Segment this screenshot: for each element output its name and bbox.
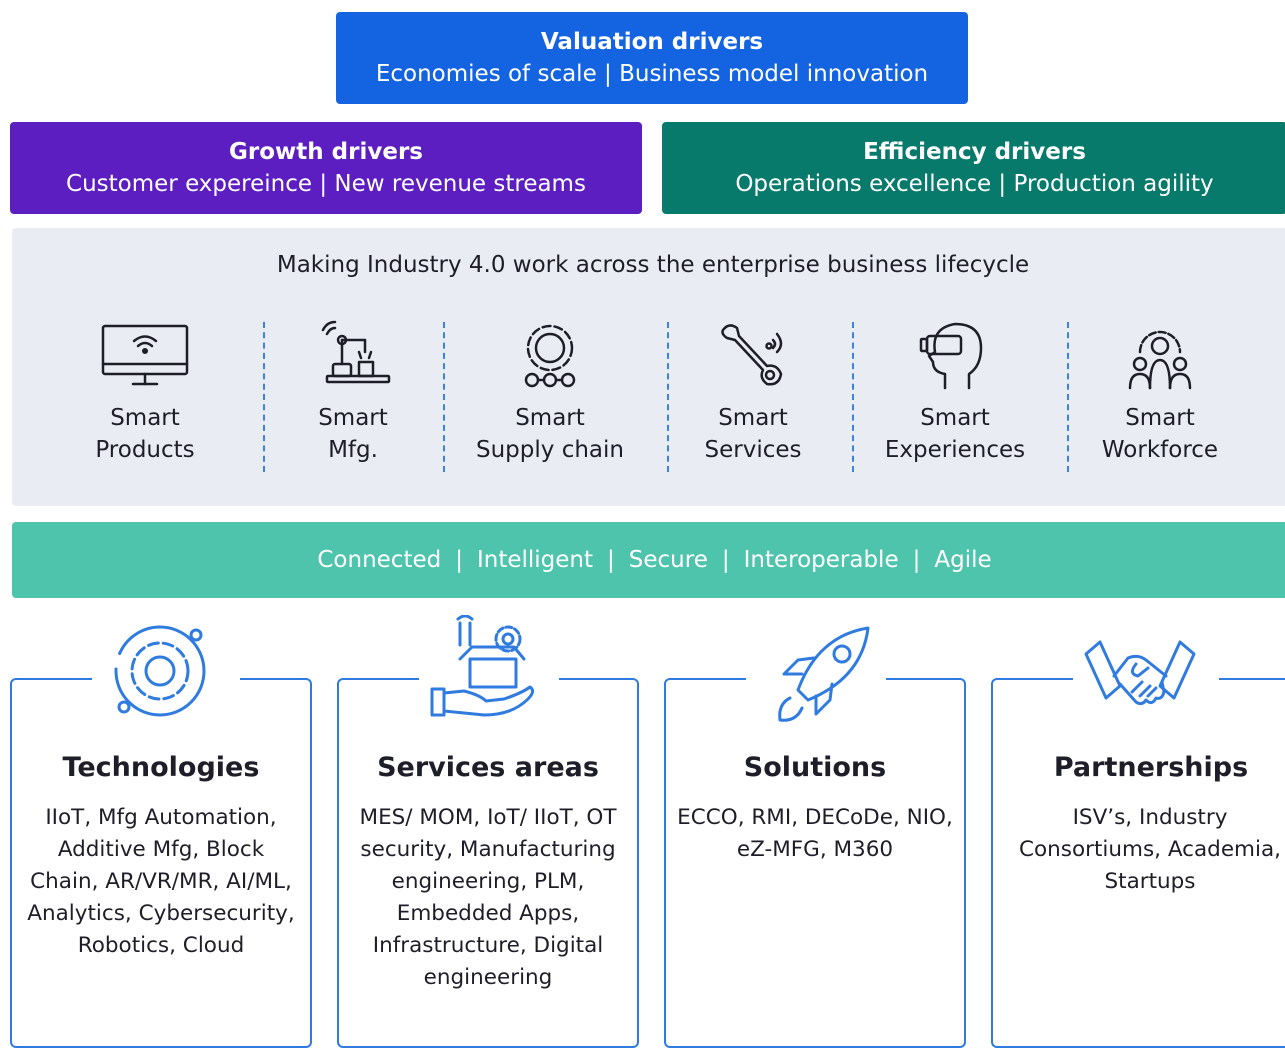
growth-drivers-box: Growth drivers Customer expereince | New… [10, 122, 642, 214]
handshake-icon [1084, 640, 1196, 706]
attribute-agile: Agile [934, 547, 992, 573]
smart-supply-chain-item: Smart Supply chain [460, 318, 640, 466]
vr-headset-icon [919, 322, 983, 390]
partnerships-body: ISV’s, Industry Consortiums, Academia, S… [1019, 805, 1281, 894]
smart-services-item: Smart Services [663, 318, 843, 466]
efficiency-drivers-box: Efficiency drivers Operations excellence… [662, 122, 1285, 214]
attributes-bar: Connected | Intelligent | Secure | Inter… [12, 522, 1285, 598]
robot-arm-icon [321, 320, 391, 384]
smart-supply-chain-label: Smart Supply chain [476, 405, 624, 463]
gear-network-icon [524, 324, 576, 388]
efficiency-drivers-title: Efficiency drivers [863, 139, 1086, 165]
valuation-drivers-title: Valuation drivers [540, 29, 764, 55]
valuation-drivers-subtitle: Economies of scale | Business model inno… [375, 61, 929, 87]
efficiency-drivers-subtitle: Operations excellence | Production agili… [735, 171, 1214, 197]
smart-services-label: Smart Services [704, 405, 802, 463]
separator [1067, 322, 1069, 472]
solutions-body: ECCO, RMI, DECoDe, NIO, eZ-MFG, M360 [677, 805, 953, 862]
partnerships-title: Partnerships [1053, 752, 1249, 783]
attribute-interoperable: Interoperable [743, 547, 899, 573]
lifecycle-title: Making Industry 4.0 work across the ente… [276, 252, 1030, 278]
services-areas-body: MES/ MOM, IoT/ IIoT, OT security, Manufa… [359, 805, 617, 990]
smart-products-label: Smart Products [95, 405, 195, 463]
team-gear-icon [1128, 330, 1192, 390]
attribute-intelligent: Intelligent [476, 547, 594, 573]
smart-workforce-item: Smart Workforce [1070, 318, 1250, 466]
growth-drivers-title: Growth drivers [229, 139, 423, 165]
attribute-connected: Connected [317, 547, 442, 573]
lifecycle-panel [12, 228, 1285, 506]
smart-mfg-label: Smart Mfg. [318, 405, 388, 463]
solutions-title: Solutions [743, 752, 887, 783]
wrench-signal-icon [721, 324, 783, 386]
smart-experiences-item: Smart Experiences [865, 318, 1045, 466]
separator [852, 322, 854, 472]
services-areas-title: Services areas [377, 752, 599, 783]
hand-box-tools-icon [430, 615, 535, 717]
rocket-icon [778, 626, 870, 722]
smart-workforce-label: Smart Workforce [1101, 405, 1219, 463]
monitor-wifi-icon [101, 324, 189, 386]
growth-drivers-subtitle: Customer expereince | New revenue stream… [66, 171, 586, 197]
valuation-drivers-box: Valuation drivers Economies of scale | B… [336, 12, 968, 104]
smart-experiences-label: Smart Experiences [884, 405, 1026, 463]
smart-mfg-item: Smart Mfg. [263, 318, 443, 466]
smart-products-item: Smart Products [55, 318, 235, 466]
gear-orbit-icon [114, 625, 206, 717]
attribute-secure: Secure [628, 547, 708, 573]
technologies-title: Technologies [62, 752, 260, 783]
separator [263, 322, 265, 472]
separator [667, 322, 669, 472]
technologies-body: IIoT, Mfg Automation, Additive Mfg, Bloc… [27, 805, 295, 958]
separator [443, 322, 445, 472]
